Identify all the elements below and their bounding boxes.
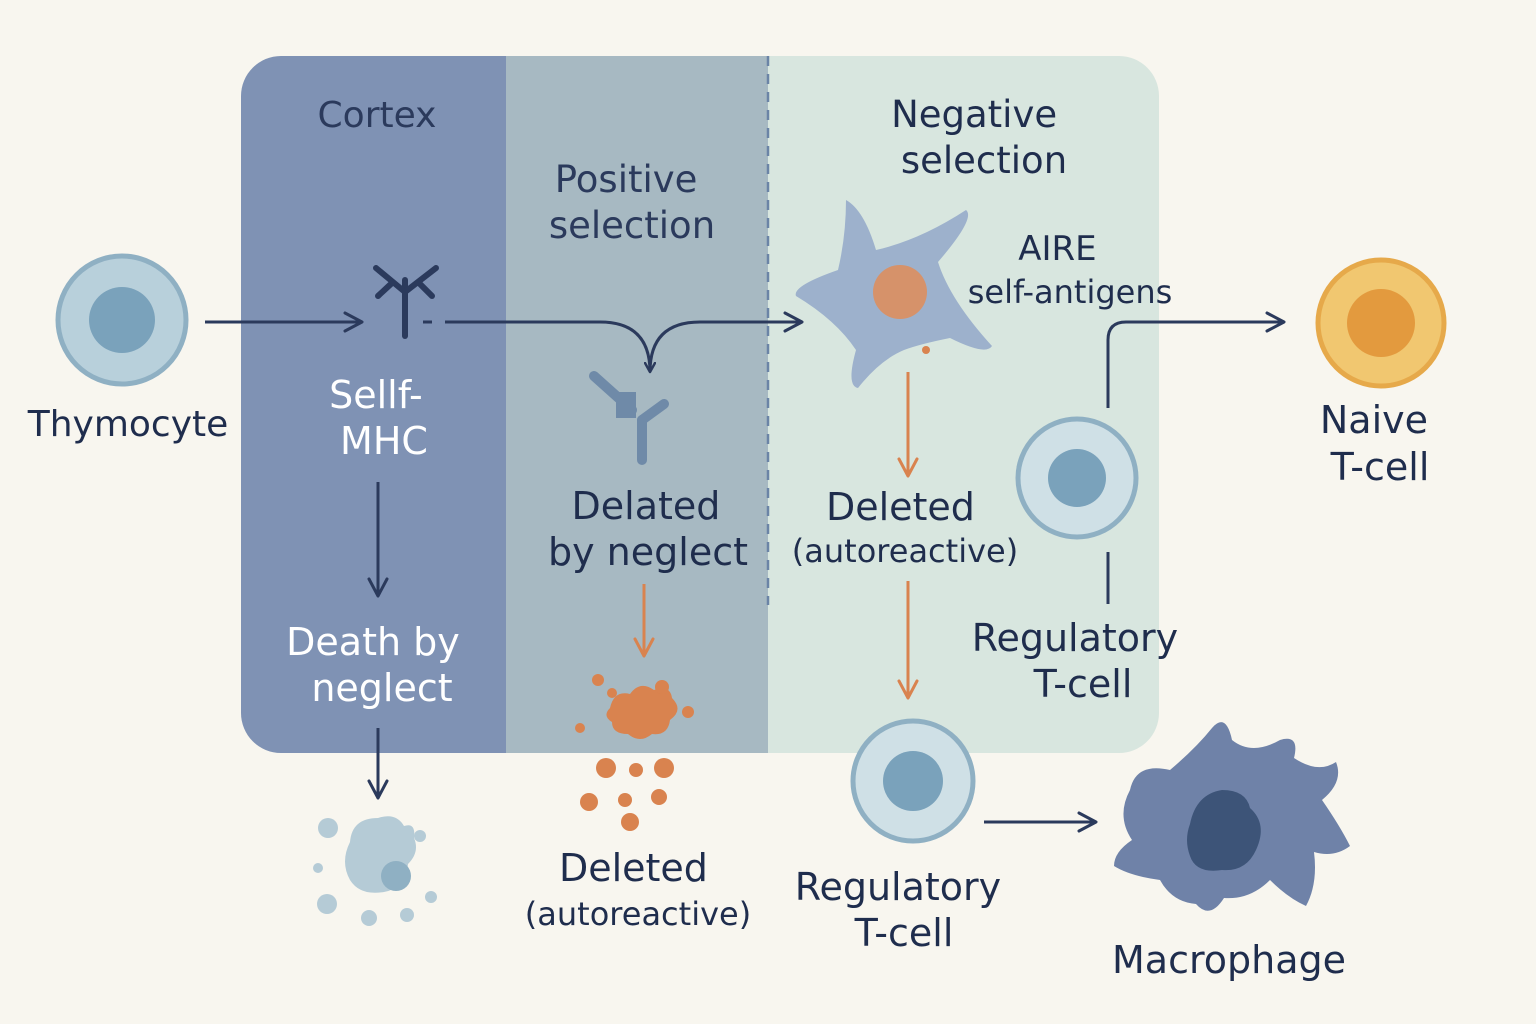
deleted-inner-label: Deleted (autoreactive) xyxy=(792,485,1018,570)
positive-title-line2: selection xyxy=(549,204,715,247)
deleted-outer-line2: (autoreactive) xyxy=(525,895,751,933)
regulatory-outer-label: Regulatory T-cell xyxy=(795,865,1013,955)
zone-panel xyxy=(241,56,1159,753)
cortex-title: Cortex xyxy=(318,95,437,136)
self-mhc-label: Sellf- MHC xyxy=(329,373,435,463)
naive-tcell-icon xyxy=(1315,257,1447,389)
aire-label: AIRE self-antigens xyxy=(968,229,1173,311)
regulatory-outer-line1: Regulatory xyxy=(795,865,1001,909)
thymocyte-label: Thymocyte xyxy=(27,404,229,445)
macrophage-label: Macrophage xyxy=(1112,938,1346,982)
regulatory-inner-line1: Regulatory xyxy=(972,616,1178,660)
regulatory-tcell-outer-icon xyxy=(850,718,976,844)
broken-receptor-icon xyxy=(589,371,669,465)
naive-line1: Naive xyxy=(1320,398,1428,442)
delated-by-neglect-label: Delated by neglect xyxy=(548,484,748,574)
negative-title-line2: selection xyxy=(901,139,1067,182)
aire-dendritic-cell-icon xyxy=(795,200,992,388)
positive-title-line1: Positive xyxy=(555,158,698,201)
regulatory-tcell-inner-icon xyxy=(1015,416,1139,540)
arrow-branch-to-negative xyxy=(648,311,804,373)
positive-selection-title: Positive selection xyxy=(549,158,715,247)
arrow-to-naive xyxy=(1106,311,1286,408)
aire-line1: AIRE xyxy=(1018,229,1096,269)
aire-line2: self-antigens xyxy=(968,273,1173,311)
deleted-outer-label: Deleted (autoreactive) xyxy=(525,846,751,933)
negative-selection-title: Negative selection xyxy=(891,93,1069,182)
regulatory-inner-line2: T-cell xyxy=(1033,662,1133,706)
self-mhc-receptor-icon xyxy=(373,265,439,339)
apoptotic-fragments-icon xyxy=(575,674,694,831)
thymocyte-cell-icon xyxy=(55,253,189,387)
deleted-outer-line1: Deleted xyxy=(559,846,708,890)
cortex-zone xyxy=(241,56,506,753)
self-mhc-line1: Sellf- xyxy=(329,373,423,417)
negative-title-line1: Negative xyxy=(891,93,1057,136)
death-by-neglect-label: Death by neglect xyxy=(286,620,472,710)
negative-selection-zone xyxy=(768,56,1159,753)
delated-line1: Delated xyxy=(572,484,721,528)
positive-selection-zone xyxy=(506,56,768,753)
deleted-inner-line2: (autoreactive) xyxy=(792,532,1018,570)
self-mhc-line2: MHC xyxy=(340,419,428,463)
naive-tcell-label: Naive T-cell xyxy=(1320,398,1440,489)
dying-cell-icon xyxy=(313,816,437,926)
death-line1: Death by xyxy=(286,620,460,664)
regulatory-outer-line2: T-cell xyxy=(854,911,954,955)
macrophage-icon xyxy=(1114,722,1350,911)
delated-line2: by neglect xyxy=(548,530,748,574)
regulatory-inner-label: Regulatory T-cell xyxy=(972,616,1190,706)
naive-line2: T-cell xyxy=(1330,445,1430,489)
deleted-inner-line1: Deleted xyxy=(826,485,975,529)
death-line2: neglect xyxy=(311,666,452,710)
